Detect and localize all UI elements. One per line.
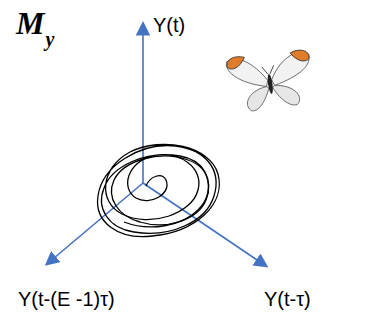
butterfly [225,47,315,114]
axis-label: Y(t-τ) [264,288,311,310]
axis-label: Y(t-(E -1)τ) [18,288,115,310]
axis-label: Y(t) [153,14,185,36]
space-name: M [16,6,44,41]
attractor-curve [98,144,220,236]
space-subscript: y [45,28,54,50]
axes [47,24,266,266]
